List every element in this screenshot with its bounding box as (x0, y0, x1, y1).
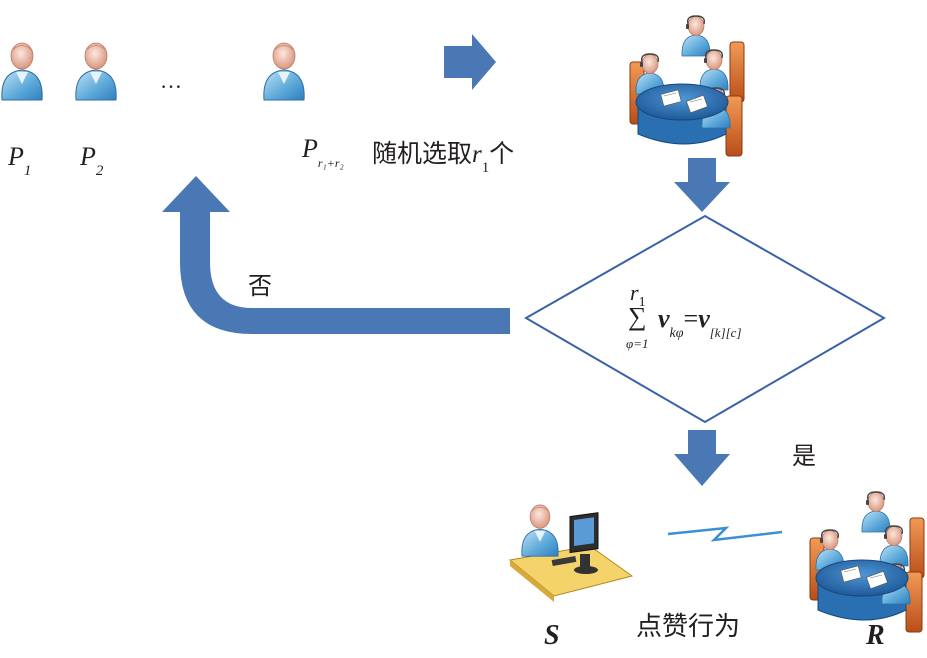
ellipsis: … (160, 68, 182, 93)
participant-label: Pr₁+r₂ (302, 134, 344, 170)
person-icon (1, 42, 43, 101)
condition-formula: r1 ∑ φ=1 vkφ=v[k][c] (626, 280, 786, 360)
meeting-group-icon (630, 16, 744, 156)
computer-user-icon (508, 504, 634, 602)
sigma-symbol: ∑ (628, 302, 647, 331)
sum-upper: r1 (630, 280, 646, 310)
yes-label: 是 (792, 442, 816, 470)
sum-lower: φ=1 (626, 336, 649, 351)
down-arrow-icon (674, 430, 730, 486)
down-arrow-icon (674, 158, 730, 212)
receiver-label: R (866, 620, 885, 651)
vector-equation: vkφ=v[k][c] (658, 304, 742, 341)
person-icon (263, 42, 305, 101)
participant-label: P1 (8, 142, 32, 179)
participant-label: P2 (80, 142, 104, 179)
communication-link (667, 526, 783, 542)
meeting-group-icon (810, 492, 924, 632)
person-icon (75, 42, 117, 101)
no-label: 否 (248, 272, 272, 300)
select-label: 随机选取r1个 (372, 139, 515, 176)
like-action-label: 点赞行为 (636, 612, 741, 642)
right-arrow-icon (444, 34, 496, 90)
sender-label: S (544, 620, 560, 651)
return-arrow-icon (162, 176, 510, 334)
condition-diamond (523, 214, 887, 424)
